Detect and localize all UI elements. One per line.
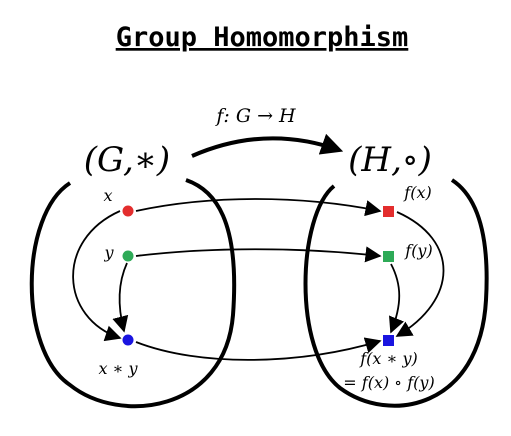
- image-product-label: f(x ∗ y): [359, 349, 418, 368]
- element-product-label: x ∗ y: [98, 359, 138, 378]
- map-label: f: G → H: [214, 105, 296, 127]
- arrow-y-to-product: [112, 262, 129, 333]
- image-fy-point: [383, 251, 394, 262]
- element-y-label: y: [103, 243, 114, 262]
- homomorphism-arrow: [191, 133, 344, 158]
- element-x-point: [122, 205, 134, 217]
- image-fx-point: [383, 206, 394, 217]
- element-x-label: x: [103, 186, 112, 205]
- group-g-label: (G,∗): [84, 140, 170, 180]
- arrow-fx-to-fproduct: [395, 211, 445, 337]
- page-title: Group Homomorphism: [116, 22, 409, 53]
- element-product-point: [122, 334, 134, 346]
- mapping-arrow-x: [135, 198, 382, 217]
- arrow-fy-to-fproduct: [388, 263, 404, 334]
- image-product-point: [383, 335, 394, 346]
- image-product-equation: = f(x) ∘ f(y): [343, 373, 434, 392]
- image-fx-label: f(x): [403, 183, 431, 202]
- group-h-label: (H,∘): [348, 140, 432, 180]
- group-h-ellipse: [303, 178, 489, 408]
- element-y-point: [122, 250, 134, 262]
- mapping-arrow-product: [135, 337, 382, 361]
- arrow-x-to-product: [72, 210, 122, 342]
- mapping-arrow-y: [135, 246, 382, 263]
- group-g-ellipse: [29, 178, 237, 409]
- image-fy-label: f(y): [404, 241, 432, 260]
